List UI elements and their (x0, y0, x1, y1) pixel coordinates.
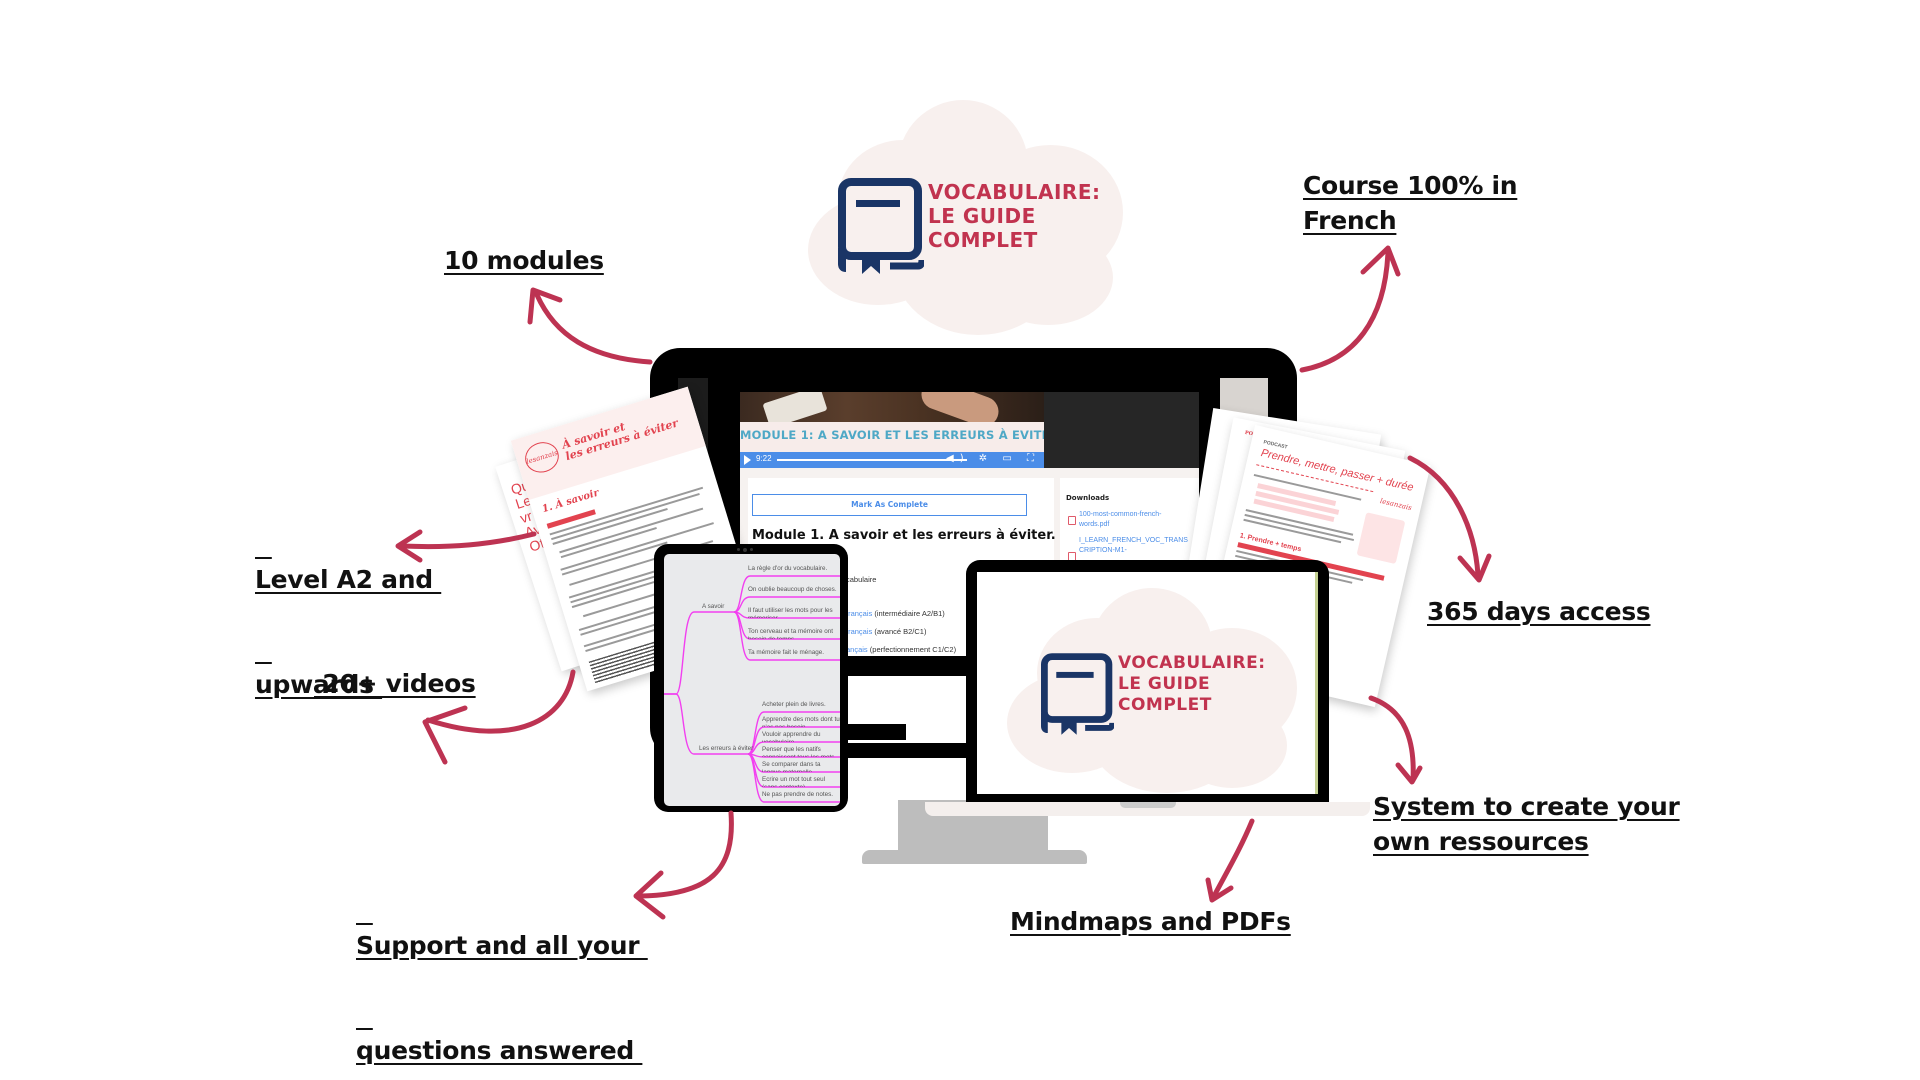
mindmap-connector (733, 611, 840, 661)
video-title: MODULE 1: A SAVOIR ET LES ERREURS À EVIT… (740, 428, 1044, 442)
level-link[interactable]: français (846, 609, 873, 618)
mindmap-node: Acheter plein de livres. (762, 701, 826, 708)
brand-title-line: COMPLET (928, 228, 1038, 252)
brand-title: VOCABULAIRE: LE GUIDE COMPLET (928, 180, 1101, 252)
brand-cloud-laptop (1007, 588, 1297, 793)
mindmap-branch: Les erreurs à éviter (699, 745, 754, 752)
book-bookmark-icon (838, 178, 924, 274)
mindmap-node: Se comparer dans ta langue maternelle. (762, 761, 821, 772)
mindmap-branch: A savoir (702, 603, 725, 610)
mindmap-node: Ton cerveau et ta mémoire ont besoin de … (748, 628, 834, 639)
play-icon[interactable] (744, 455, 751, 465)
video-time: 9:22 (756, 454, 772, 463)
brand-title-line: COMPLET (1118, 695, 1212, 715)
feature-label-french: Course 100% in French (1303, 168, 1518, 238)
feature-label-system: System to create your own ressources (1373, 789, 1680, 859)
mindmap-node: Ne pas prendre de notes. (762, 791, 834, 798)
level-link[interactable]: français (846, 627, 873, 636)
screen-shadow-strip (846, 724, 906, 740)
mindmap-node: Apprendre des mots dont tu n'as pas beso… (762, 716, 840, 727)
video-controls: 9:22 ◀) ✲ ▭ ⛶ (740, 452, 1044, 468)
feature-label-line: Level A2 and (255, 565, 442, 594)
download-link[interactable]: 100-most-common-french-words.pdf (1079, 511, 1162, 528)
mindmap-node: Vouloir apprendre du vocabulaire. (762, 731, 821, 742)
mindmap-connectors (664, 575, 840, 803)
brand-title-line: VOCABULAIRE: (1118, 653, 1266, 673)
laptop-screen-edge (1315, 572, 1318, 794)
feature-label-videos: 20+ videos (314, 669, 476, 698)
mindmap-screen: A savoir La règle d'or du vocabulaire. On … (664, 554, 840, 806)
tablet-camera (750, 548, 753, 551)
mindmap-connector (664, 693, 748, 755)
feature-label-access: 365 days access (1427, 597, 1651, 626)
downloads-title: Downloads (1066, 494, 1110, 502)
mindmap-node: Il faut utiliser les mots pour les mémor… (748, 607, 833, 618)
feature-label-level: Level A2 and upwards (255, 492, 441, 737)
level-link-row[interactable]: français (avancé B2/C1) (846, 627, 926, 636)
tablet-camera (743, 548, 747, 552)
mindmap-node: La règle d'or du vocabulaire. (748, 565, 828, 572)
arrow-to-mindmaps (1205, 818, 1255, 903)
feature-label-line: French (1303, 206, 1397, 235)
mark-as-complete-button[interactable]: Mark As Complete (752, 494, 1027, 516)
vocab-fragment: cabulaire (846, 575, 877, 584)
screen-shadow-strip (846, 656, 966, 676)
arrow-to-french (1299, 245, 1401, 373)
mindmap-node: Ta mémoire fait le ménage. (748, 649, 824, 656)
module-heading: Module 1. A savoir et les erreurs à évit… (752, 528, 1056, 543)
brand-title-laptop: VOCABULAIRE: LE GUIDE COMPLET (1118, 653, 1266, 716)
mindmap-connector (733, 596, 840, 613)
arrow-to-system (1368, 695, 1423, 785)
video-progress-bar[interactable] (777, 459, 967, 461)
feature-label-line: Course 100% in (1303, 171, 1518, 200)
laptop-notch (1120, 802, 1176, 808)
feature-label-line: questions answered (356, 1036, 643, 1065)
monitor-stand-base (862, 850, 1087, 864)
level-text: (perfectionnement C1/C2) (867, 645, 957, 654)
pdf-file-icon (1068, 516, 1076, 525)
brand-title-line: LE GUIDE (928, 204, 1036, 228)
level-text: (avancé B2/C1) (872, 627, 927, 636)
feature-label-line: upwards (255, 670, 383, 699)
feature-label-line: own ressources (1373, 827, 1589, 856)
laptop-base (925, 802, 1370, 816)
brand-title-line: VOCABULAIRE: (928, 180, 1101, 204)
level-link-row[interactable]: français (intermédiaire A2/B1) (846, 609, 945, 618)
mindmap-connector (747, 753, 840, 803)
level-link[interactable]: ançais (846, 645, 868, 654)
video-banner (740, 422, 1044, 452)
tablet-camera (737, 548, 740, 551)
video-control-icons[interactable]: ◀) ✲ ▭ ⛶ (946, 453, 1040, 464)
arrow-to-support (633, 810, 734, 920)
download-link[interactable]: I_LEARN_FRENCH_VOC_TRANSCRIPTION-M1- (1079, 537, 1188, 554)
downloads-card (1060, 478, 1199, 568)
feature-label-line: Support and all your (356, 931, 648, 960)
mindmap-node: Ecrire un mot tout seul (sans contexte). (762, 776, 825, 787)
feature-label-mindmaps: Mindmaps and PDFs (1010, 907, 1291, 936)
mindmap-node: On oublie beaucoup de choses. (748, 586, 837, 593)
video-side-panel (1044, 392, 1199, 468)
mindmap-connector (664, 611, 734, 695)
arrow-to-access (1407, 455, 1492, 583)
arrow-to-modules (527, 287, 653, 365)
feature-label-support: Support and all your questions answered (356, 858, 648, 1080)
brand-title-line: LE GUIDE (1118, 674, 1211, 694)
level-text: (intermédiaire A2/B1) (872, 609, 945, 618)
arrow-to-level (395, 529, 537, 563)
video-thumbnail (740, 392, 1044, 431)
arrow-to-videos (422, 669, 576, 765)
laptop-screen (977, 572, 1318, 794)
book-bookmark-icon (1041, 653, 1114, 735)
video-player[interactable]: MODULE 1: A SAVOIR ET LES ERREURS À EVIT… (740, 392, 1044, 468)
feature-label-line: System to create your (1373, 792, 1680, 821)
mindmap-node: Penser que les natifs connaissent tous l… (762, 746, 835, 757)
level-link-row[interactable]: ançais (perfectionnement C1/C2) (846, 645, 956, 654)
feature-label-modules: 10 modules (444, 246, 604, 275)
